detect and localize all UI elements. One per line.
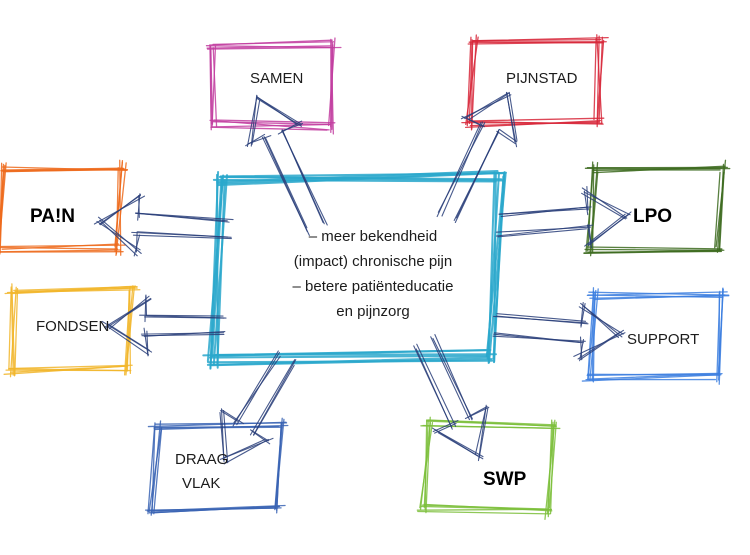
node-label-draagvlak-1: DRAAG — [175, 451, 228, 470]
arrow-to-fondsen — [102, 295, 226, 356]
node-label-samen: SAMEN — [250, 70, 303, 89]
node-label-lpo: LPO — [633, 205, 672, 229]
center-box-text: – meer bekendheid (impact) chronische pi… — [268, 224, 478, 324]
center-line-4: en pijnzorg — [268, 299, 478, 324]
arrow-to-draagvlak — [220, 351, 296, 464]
arrow-to-support — [493, 303, 625, 361]
arrow-to-samen — [246, 95, 328, 235]
node-label-pain: PA!N — [30, 205, 75, 229]
center-line-2: (impact) chronische pijn — [268, 249, 478, 274]
node-label-fondsen: FONDSEN — [36, 318, 109, 337]
node-label-swp: SWP — [483, 468, 526, 492]
node-label-draagvlak-2: VLAK — [182, 475, 220, 494]
node-label-pijnstad: PIJNSTAD — [506, 70, 577, 89]
center-line-1: – meer bekendheid — [268, 224, 478, 249]
node-label-support: SUPPORT — [627, 331, 699, 350]
center-line-3: – betere patiënteducatie — [268, 274, 478, 299]
arrow-to-lpo — [496, 187, 631, 248]
arrow-to-pijnstad — [437, 92, 517, 222]
